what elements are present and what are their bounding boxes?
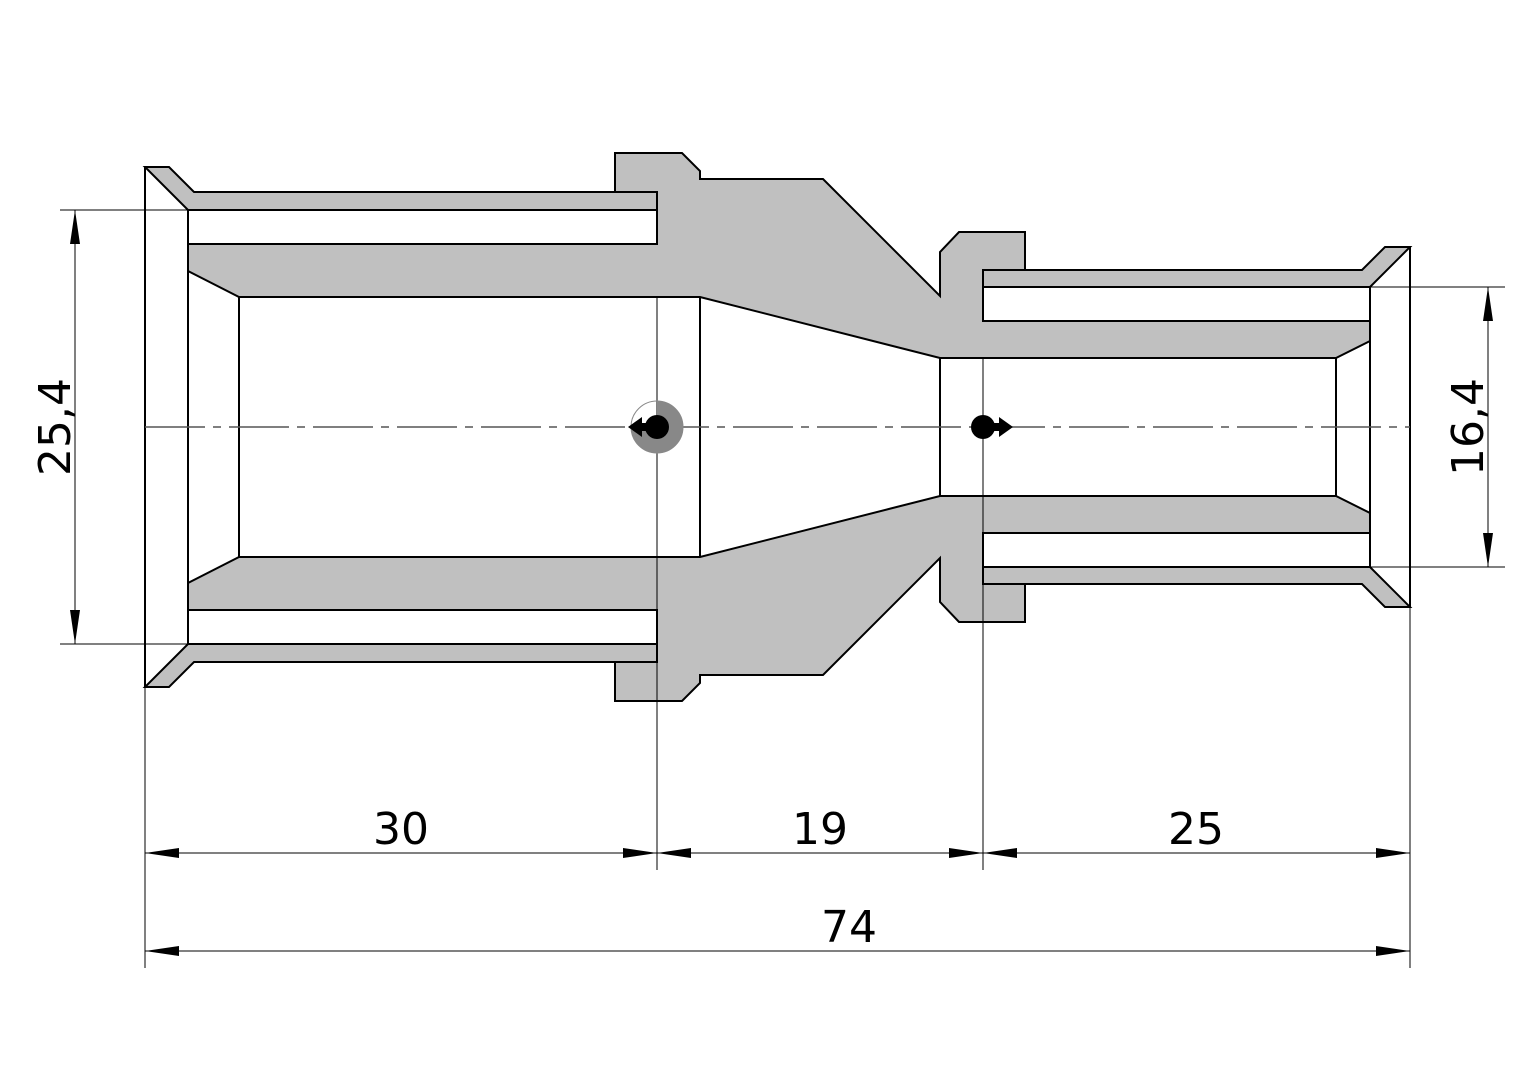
fitting-body-lower bbox=[142, 495, 1413, 702]
dimension-lengths: 30 19 25 74 bbox=[145, 804, 1410, 956]
dimension-left-diameter: 25,4 bbox=[30, 209, 188, 645]
dim-label-total-length: 74 bbox=[821, 902, 877, 953]
fitting-wall bbox=[187, 152, 1371, 359]
right-press-sleeve bbox=[982, 246, 1413, 288]
dim-label-left-diameter: 25,4 bbox=[30, 378, 81, 476]
left-press-sleeve bbox=[142, 166, 658, 211]
dimension-right-diameter: 16,4 bbox=[1370, 286, 1505, 568]
dim-label-left-length: 30 bbox=[373, 804, 429, 855]
dim-label-right-length: 25 bbox=[1168, 804, 1224, 855]
flow-arrow-right-icon bbox=[971, 415, 1013, 439]
dim-label-middle-length: 19 bbox=[792, 804, 848, 855]
left-pipe-gap bbox=[188, 209, 658, 244]
flow-arrow-left-icon bbox=[628, 400, 684, 454]
dim-label-right-diameter: 16,4 bbox=[1443, 378, 1494, 476]
fitting-body-upper bbox=[142, 152, 1413, 359]
